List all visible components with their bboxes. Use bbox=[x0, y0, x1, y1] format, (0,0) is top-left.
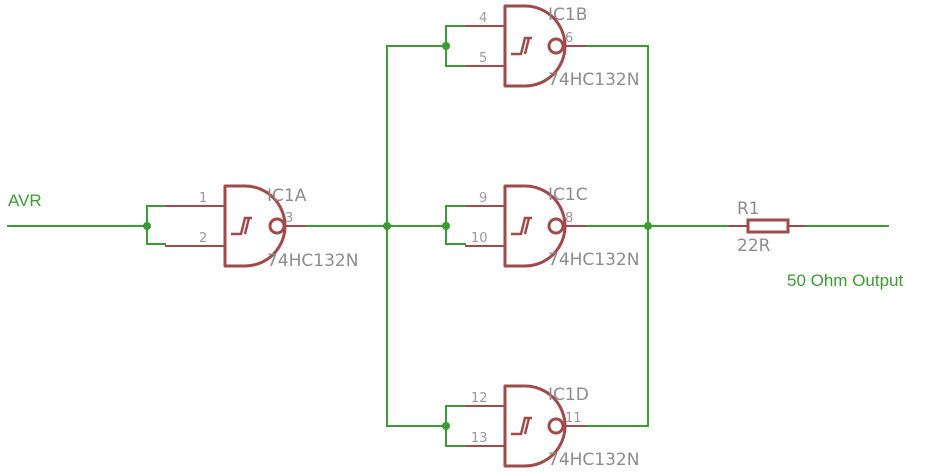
net-label-output: 50 Ohm Output bbox=[787, 271, 904, 290]
gate-name: IC1B bbox=[548, 5, 587, 25]
gate-pin-leads bbox=[465, 405, 505, 447]
nand-gate-symbol bbox=[503, 384, 567, 468]
pin-number: 9 bbox=[479, 191, 487, 206]
gate-value: 74HC132N bbox=[548, 450, 639, 470]
inverter-bubble bbox=[547, 417, 565, 435]
resistor-r1[interactable]: R1 22R bbox=[728, 199, 806, 256]
pin-number: 13 bbox=[471, 431, 488, 446]
gate-ic1b[interactable]: 4 5 6 IC1B 74HC132N bbox=[465, 4, 639, 90]
pin-number: 4 bbox=[479, 11, 487, 26]
resistor-value: 22R bbox=[737, 236, 771, 256]
gate-name: IC1C bbox=[548, 185, 588, 205]
wire-to-ic1b bbox=[386, 25, 466, 67]
gate-pin-leads bbox=[465, 25, 505, 67]
pin-number: 5 bbox=[479, 51, 487, 66]
pin-number: 10 bbox=[471, 231, 488, 246]
pin-number: 2 bbox=[199, 231, 207, 246]
wire-avr-input bbox=[7, 205, 166, 245]
junction-dot bbox=[644, 222, 652, 230]
wire-to-ic1d bbox=[386, 405, 466, 447]
wire-output-bus bbox=[585, 45, 729, 427]
gate-name: IC1D bbox=[548, 385, 589, 405]
gate-ic1a[interactable]: 1 2 3 IC1A 74HC132N bbox=[165, 184, 358, 271]
pin-number: 1 bbox=[199, 191, 207, 206]
gate-pin-leads bbox=[465, 205, 505, 247]
resistor-symbol bbox=[746, 218, 790, 234]
schmitt-trigger-icon bbox=[231, 216, 252, 236]
gate-value: 74HC132N bbox=[548, 70, 639, 90]
resistor-name: R1 bbox=[737, 199, 760, 219]
pin-number: 8 bbox=[565, 211, 573, 226]
gate-ic1c[interactable]: 9 10 8 IC1C 74HC132N bbox=[465, 184, 639, 270]
pin-number: 11 bbox=[565, 411, 582, 426]
gate-pin-leads bbox=[165, 205, 306, 247]
junction-dot bbox=[442, 222, 450, 230]
schmitt-trigger-icon bbox=[511, 36, 532, 56]
nand-gate-symbol bbox=[503, 4, 567, 88]
gate-output-leads bbox=[563, 45, 586, 427]
junction-dot bbox=[442, 422, 450, 430]
inverter-bubble bbox=[547, 217, 565, 235]
junction-dot bbox=[383, 222, 391, 230]
gate-value: 74HC132N bbox=[548, 250, 639, 270]
inverter-bubble bbox=[268, 217, 286, 235]
gate-ic1d[interactable]: 12 13 11 IC1D 74HC132N bbox=[465, 384, 639, 470]
pin-number: 12 bbox=[471, 391, 488, 406]
inverter-bubble bbox=[547, 37, 565, 55]
schmitt-trigger-icon bbox=[511, 216, 532, 236]
junction-dot bbox=[442, 42, 450, 50]
junction-dot bbox=[143, 222, 151, 230]
junctions bbox=[143, 42, 652, 430]
pin-number: 6 bbox=[565, 31, 573, 46]
schmitt-trigger-icon bbox=[511, 416, 532, 436]
gate-name: IC1A bbox=[267, 186, 307, 206]
gate-value: 74HC132N bbox=[267, 251, 358, 271]
pin-number: 3 bbox=[285, 211, 293, 226]
nand-gate-symbol bbox=[503, 184, 567, 268]
net-label-avr: AVR bbox=[8, 191, 42, 210]
